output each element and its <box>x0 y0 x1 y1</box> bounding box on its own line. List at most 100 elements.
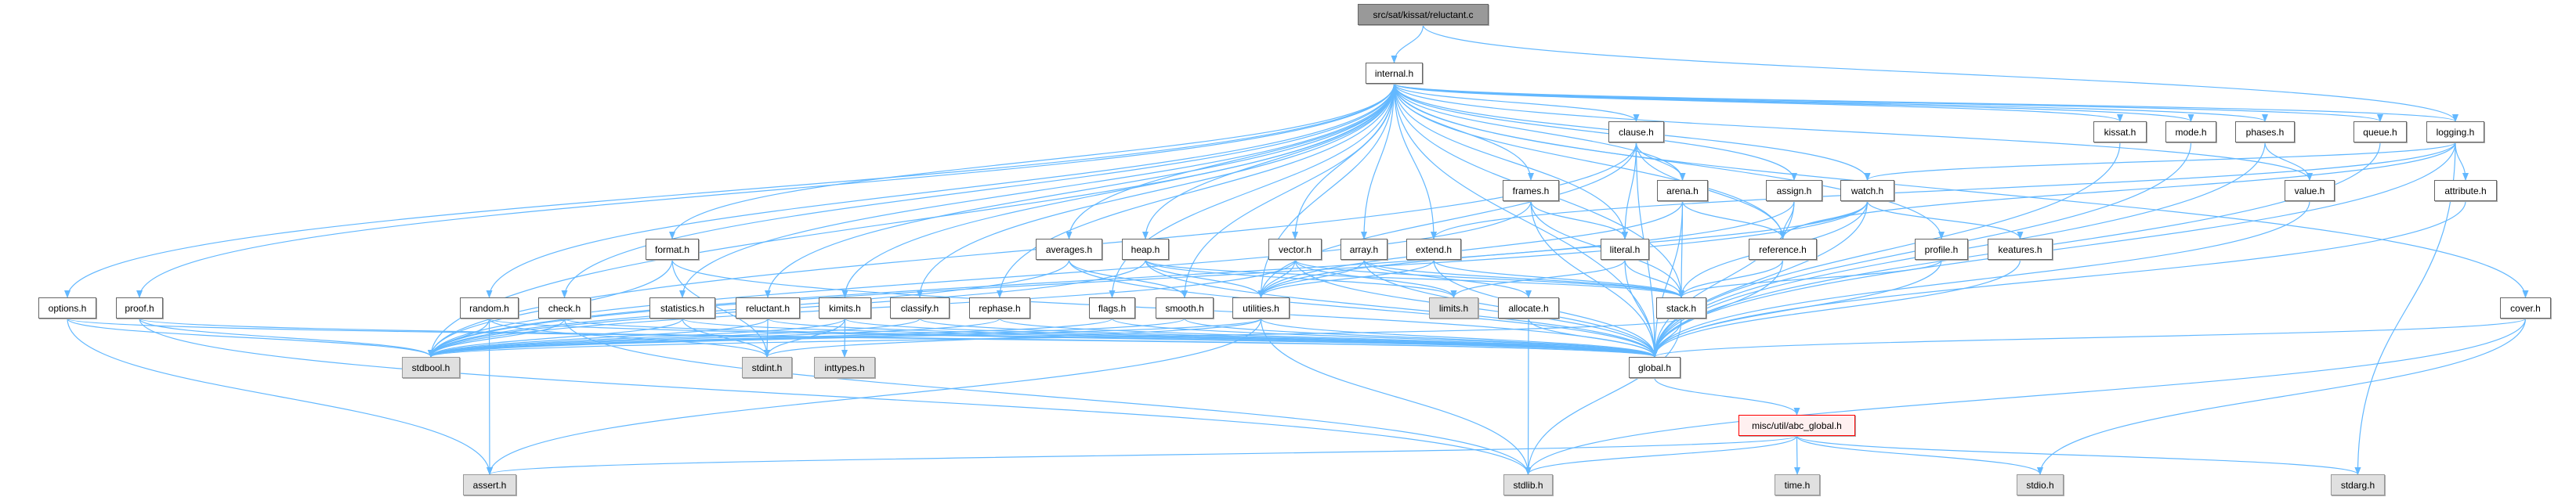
node-statistics[interactable]: statistics.h <box>649 297 715 319</box>
node-clause[interactable]: clause.h <box>1608 121 1664 142</box>
node-options[interactable]: options.h <box>38 297 96 319</box>
node-stdio[interactable]: stdio.h <box>2017 474 2064 495</box>
node-stdlib[interactable]: stdlib.h <box>1503 474 1553 495</box>
edge-arena-to-global <box>1652 200 1684 358</box>
edge-cover-to-stdlib <box>1525 318 2527 475</box>
node-inttypes[interactable]: inttypes.h <box>814 357 875 378</box>
edge-heap-to-stack <box>1145 259 1684 298</box>
node-proof[interactable]: proof.h <box>116 297 163 319</box>
node-global[interactable]: global.h <box>1629 357 1681 378</box>
node-assert[interactable]: assert.h <box>463 474 516 495</box>
node-random[interactable]: random.h <box>460 297 519 319</box>
node-assign[interactable]: assign.h <box>1766 180 1822 201</box>
node-stdarg[interactable]: stdarg.h <box>2331 474 2385 495</box>
edge-abc_global-to-stdlib <box>1525 435 1798 475</box>
node-stack[interactable]: stack.h <box>1656 297 1706 319</box>
node-heap[interactable]: heap.h <box>1122 239 1169 260</box>
node-kimits[interactable]: kimits.h <box>819 297 871 319</box>
edge-internal-to-assign <box>1393 83 1797 181</box>
node-keatures[interactable]: keatures.h <box>1988 239 2053 260</box>
edge-internal-to-literal <box>1393 83 1628 239</box>
edge-internal-to-extend <box>1393 83 1437 239</box>
node-smooth[interactable]: smooth.h <box>1156 297 1214 319</box>
edge-watch-to-keatures <box>1866 200 2024 239</box>
node-allocate[interactable]: allocate.h <box>1498 297 1559 319</box>
node-array[interactable]: array.h <box>1340 239 1387 260</box>
edge-internal-to-statistics <box>679 83 1395 298</box>
node-logging[interactable]: logging.h <box>2426 121 2484 142</box>
node-utilities[interactable]: utilities.h <box>1232 297 1290 319</box>
node-attribute[interactable]: attribute.h <box>2434 180 2497 201</box>
edge-internal-to-clause <box>1393 83 1640 122</box>
node-time[interactable]: time.h <box>1775 474 1820 495</box>
edge-literal-to-global <box>1624 259 1658 358</box>
edge-internal-to-kissat <box>1393 83 2123 122</box>
edge-stack-to-stdlib <box>1525 318 1682 475</box>
edge-phases-to-value <box>2264 142 2313 181</box>
edge-internal-to-utilities <box>1257 83 1395 298</box>
node-value[interactable]: value.h <box>2285 180 2335 201</box>
node-kissat[interactable]: kissat.h <box>2093 121 2147 142</box>
node-arena[interactable]: arena.h <box>1657 180 1708 201</box>
edge-array-to-utilities <box>1257 259 1365 298</box>
node-reference[interactable]: reference.h <box>1749 239 1817 260</box>
edge-internal-to-averages <box>1065 83 1395 239</box>
edge-internal-to-vector <box>1292 83 1395 239</box>
edge-internal-to-check <box>561 83 1395 298</box>
node-watch[interactable]: watch.h <box>1840 180 1894 201</box>
node-phases[interactable]: phases.h <box>2235 121 2295 142</box>
node-format[interactable]: format.h <box>646 239 699 260</box>
edge-utilities-to-assert <box>487 318 1262 475</box>
node-check[interactable]: check.h <box>538 297 591 319</box>
node-literal[interactable]: literal.h <box>1601 239 1649 260</box>
node-profile[interactable]: profile.h <box>1915 239 1968 260</box>
edge-watch-to-stdbool <box>428 200 1869 358</box>
edge-allocate-to-global <box>1528 318 1658 358</box>
edge-internal-to-format <box>669 83 1395 239</box>
edge-clause-to-reference <box>1635 142 1786 239</box>
node-stdbool[interactable]: stdbool.h <box>402 357 460 378</box>
edge-cover-to-stdio <box>2037 318 2527 475</box>
edge-format-to-stdint <box>671 259 770 358</box>
edge-internal-to-arena <box>1393 83 1686 181</box>
edge-internal-to-logging <box>1393 83 2458 122</box>
edge-internal-to-cover <box>1393 83 2529 298</box>
edge-arena-to-utilities <box>1257 200 1684 298</box>
edge-keatures-to-global <box>1652 259 2021 358</box>
node-abc-global[interactable]: misc/util/abc_global.h <box>1738 415 1855 436</box>
node-classify[interactable]: classify.h <box>890 297 950 319</box>
node-flags[interactable]: flags.h <box>1089 297 1135 319</box>
edge-root-to-logging <box>1422 24 2458 122</box>
edge-abc_global-to-stdarg <box>1796 435 2361 475</box>
edge-reference-to-stack <box>1678 259 1784 298</box>
node-averages[interactable]: averages.h <box>1036 239 1102 260</box>
node-mode[interactable]: mode.h <box>2165 121 2216 142</box>
edge-internal-to-random <box>486 83 1395 298</box>
edge-watch-to-utilities <box>1257 200 1869 298</box>
edge-extend-to-utilities <box>1257 259 1435 298</box>
edge-array-to-stack <box>1363 259 1684 298</box>
edge-vector-to-stack <box>1294 259 1684 298</box>
node-rephase[interactable]: rephase.h <box>969 297 1030 319</box>
edge-frames-to-stdbool <box>428 200 1532 358</box>
edge-internal-to-phases <box>1393 83 2268 122</box>
edge-utilities-to-stdbool <box>428 318 1262 358</box>
node-extend[interactable]: extend.h <box>1406 239 1461 260</box>
edge-utilities-to-stdlib <box>1260 318 1532 475</box>
edge-internal-to-options <box>64 83 1395 298</box>
node-frames[interactable]: frames.h <box>1503 180 1559 201</box>
edge-cover-to-global <box>1652 318 2527 358</box>
node-cover[interactable]: cover.h <box>2500 297 2551 319</box>
edge-attribute-to-global <box>1652 200 2466 358</box>
edge-internal-to-reference <box>1393 83 1786 239</box>
node-stdint[interactable]: stdint.h <box>742 357 792 378</box>
node-vector[interactable]: vector.h <box>1268 239 1322 260</box>
node-queue[interactable]: queue.h <box>2353 121 2407 142</box>
node-internal[interactable]: internal.h <box>1366 63 1423 84</box>
edge-clause-to-arena <box>1635 142 1686 181</box>
node-reluctant[interactable]: reluctant.h <box>736 297 800 319</box>
edge-options-to-assert <box>67 318 493 475</box>
edge-frames-to-global <box>1530 200 1658 358</box>
edge-statistics-to-stdbool <box>428 318 683 358</box>
node-limits[interactable]: limits.h <box>1429 297 1478 319</box>
